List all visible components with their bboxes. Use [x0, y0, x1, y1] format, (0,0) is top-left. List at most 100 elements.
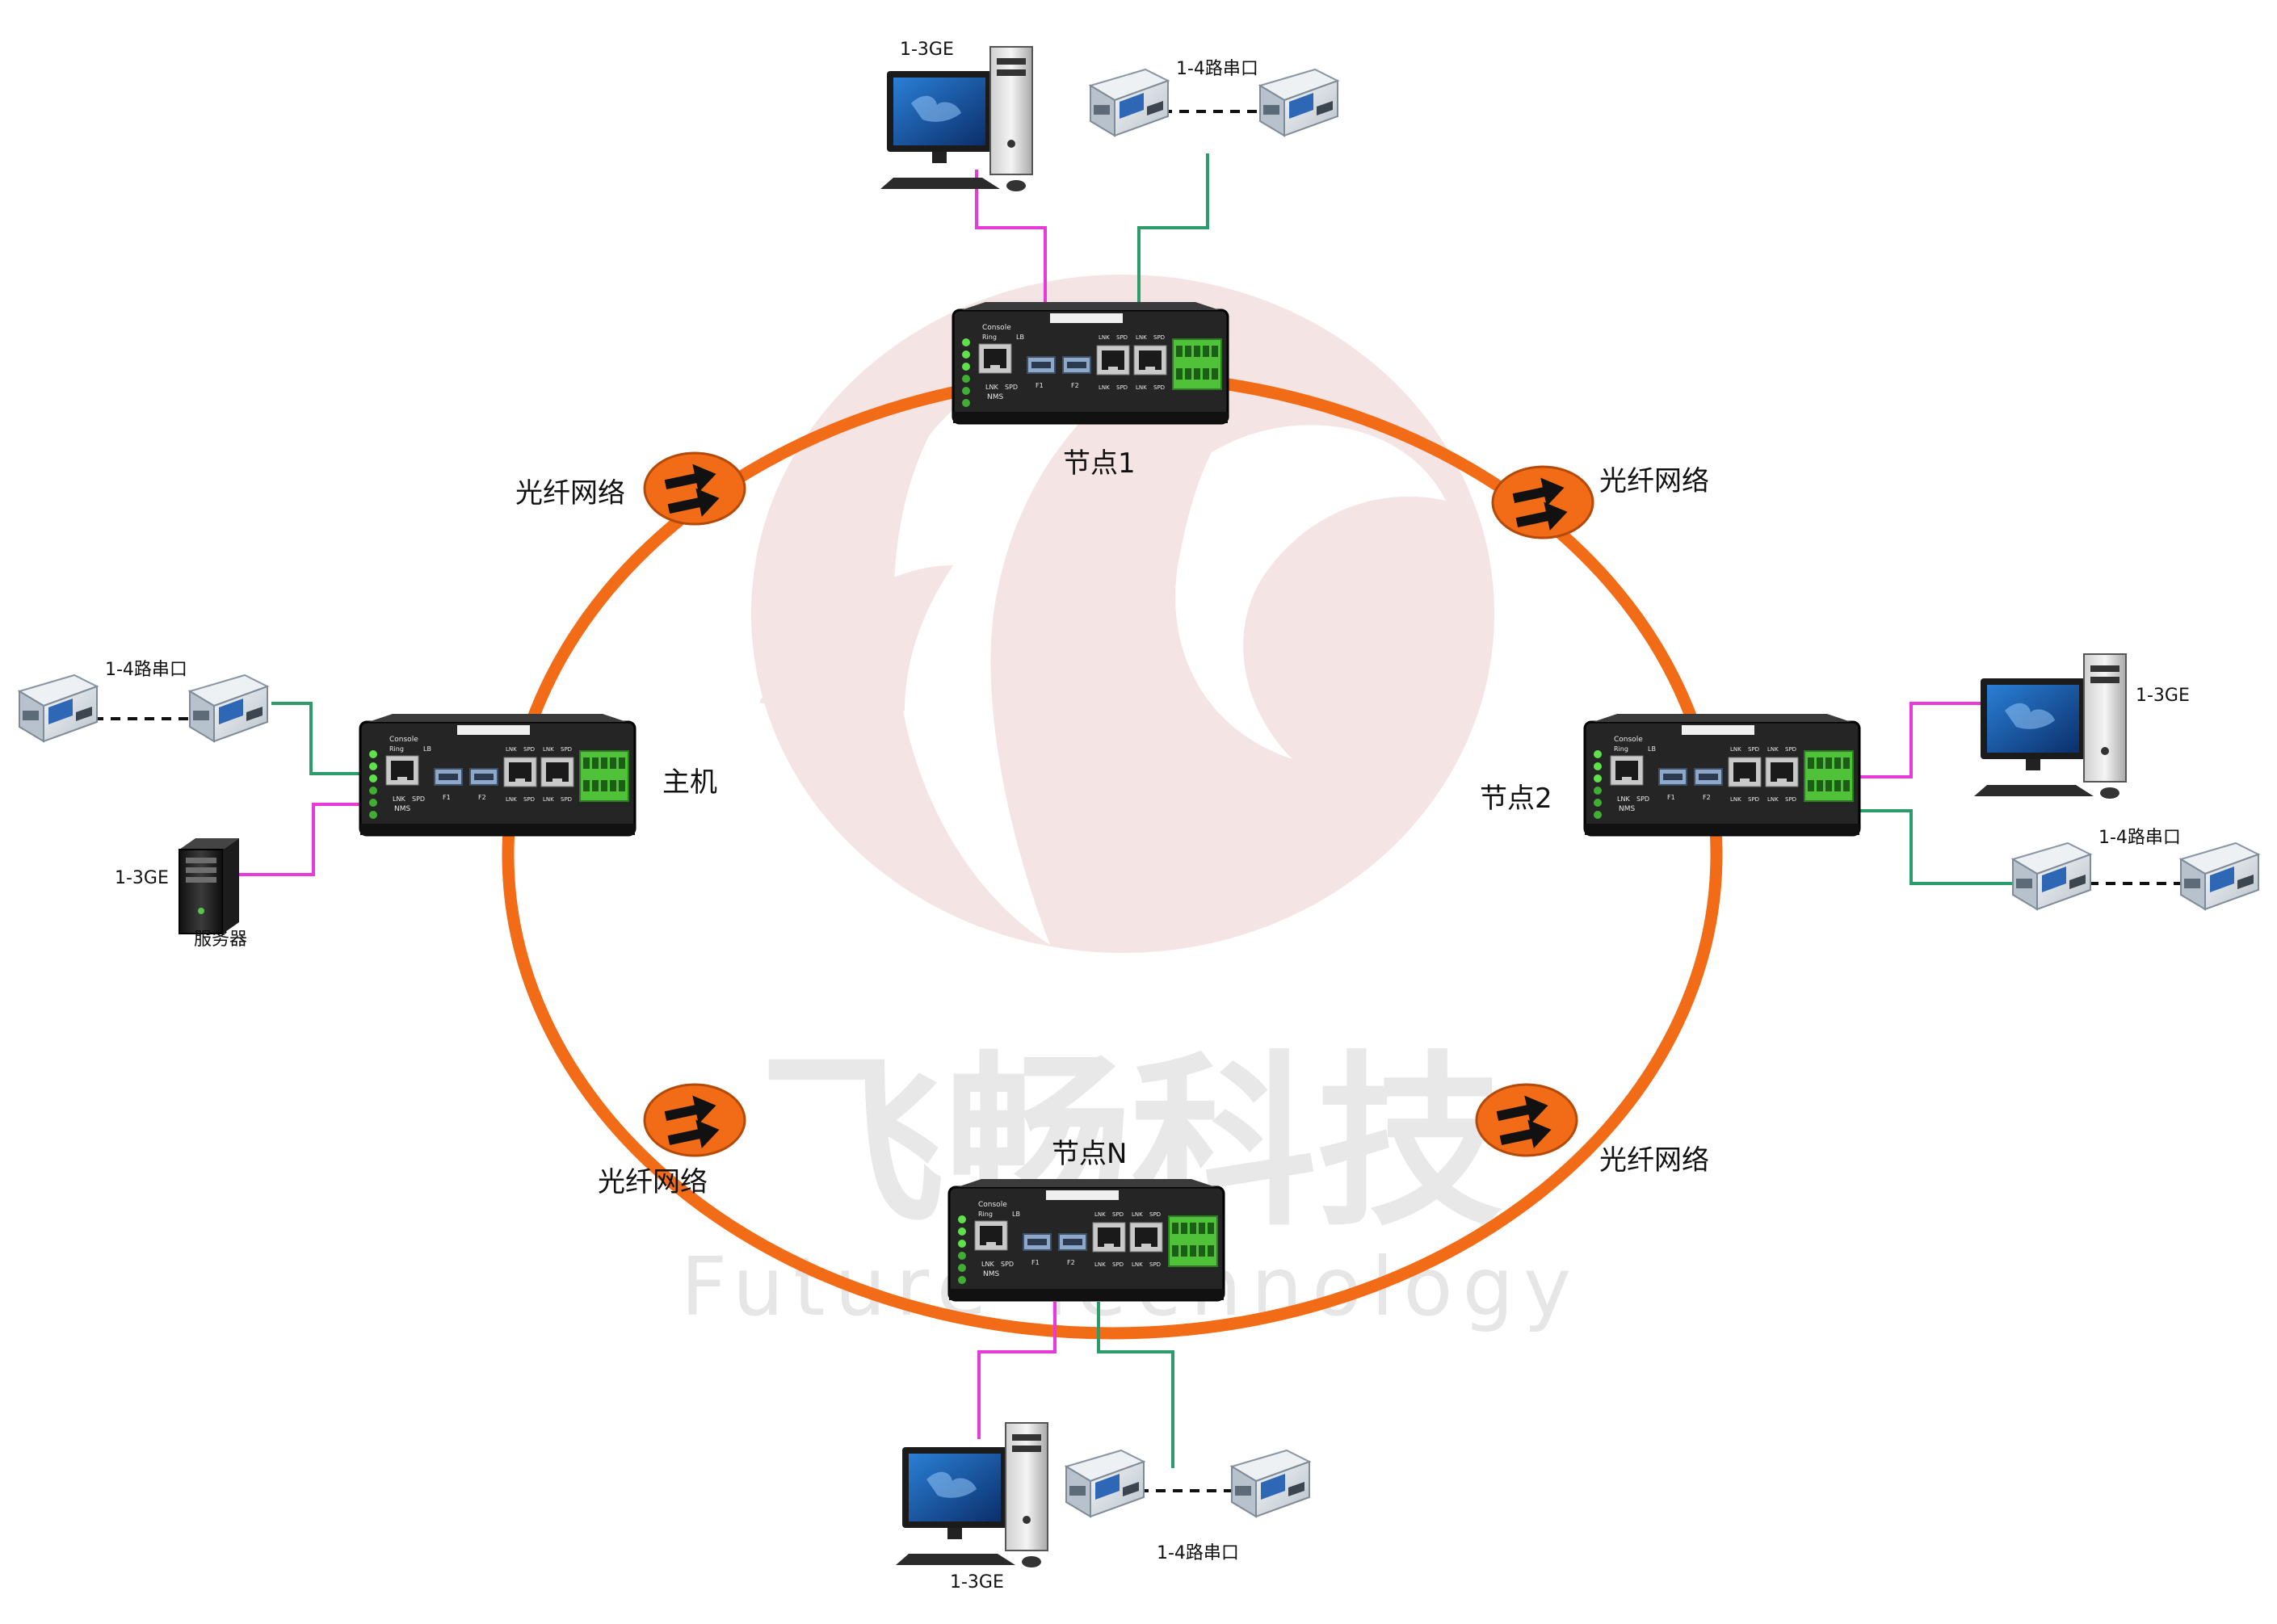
pc-tower	[989, 46, 1033, 175]
nodeN-serial-wire	[1097, 1302, 1174, 1468]
connection-wires	[94, 110, 2194, 1492]
server-top	[179, 838, 239, 850]
lnk-label: LNK	[543, 796, 554, 803]
device-sticker	[457, 725, 530, 735]
spd-label: SPD	[1785, 796, 1796, 803]
pc-power-button	[2101, 747, 2109, 755]
lnk-label: LNK	[1094, 1261, 1106, 1268]
lnk-label: LNK	[1136, 334, 1147, 341]
mouse	[1022, 1556, 1041, 1567]
spd-label: SPD	[561, 796, 572, 803]
nodeN-serial-converter-icon	[1064, 1449, 1146, 1518]
master-serial-converter-icon	[17, 674, 99, 743]
lnk-label: LNK	[1099, 384, 1110, 391]
converter-blue-label	[2042, 867, 2066, 892]
terminal-screw	[583, 780, 590, 791]
mouse	[1006, 180, 1026, 191]
lnk-label: LNK	[1136, 384, 1147, 391]
device-base	[360, 824, 635, 835]
ring-label: Ring	[389, 745, 404, 753]
lnk-label: LNK	[985, 384, 998, 391]
terminal-screw	[1834, 780, 1841, 791]
nodeN-serial-label: 1-4路串口	[1157, 1543, 1239, 1563]
led-indicator	[1594, 774, 1602, 783]
f1-label: F1	[1667, 794, 1675, 801]
terminal-screw	[1212, 368, 1218, 380]
master-label: 主机	[662, 766, 717, 799]
node2-label: 节点2	[1480, 783, 1552, 815]
fiber-arrow-icon	[643, 451, 746, 526]
db9-connector	[1069, 1486, 1086, 1496]
converter-terminal	[246, 707, 263, 721]
converter-terminal	[76, 707, 92, 721]
mouse	[2100, 787, 2119, 799]
terminal-screw	[1194, 346, 1200, 357]
spd-label: SPD	[412, 795, 425, 803]
device-base	[1585, 824, 1859, 835]
db9-connector	[23, 711, 39, 720]
led-indicator	[369, 799, 377, 807]
console-port-label: Console	[1614, 736, 1643, 744]
led-indicator	[962, 363, 970, 371]
led-indicator	[369, 811, 377, 819]
device-top-edge	[368, 714, 627, 722]
terminal-screw	[1203, 346, 1209, 357]
device-top-edge	[1593, 714, 1851, 722]
nms-label: NMS	[394, 805, 410, 813]
led-indicator	[369, 762, 377, 770]
spd-label: SPD	[1149, 1211, 1161, 1218]
db9-connector	[2016, 879, 2032, 888]
lnk-label: LNK	[1132, 1261, 1143, 1268]
device-base	[949, 1289, 1224, 1300]
console-port-label: Console	[389, 736, 418, 744]
terminal-screw	[601, 780, 607, 791]
lnk-label: LNK	[1767, 746, 1779, 753]
sfp-port-slot	[1027, 1239, 1047, 1245]
device-top-edge	[961, 302, 1220, 310]
master-serial-label: 1-4路串口	[105, 660, 187, 680]
terminal-screw	[1825, 757, 1832, 769]
led-indicator	[1594, 750, 1602, 758]
db9-connector	[193, 711, 209, 720]
fiber-label-top-left: 光纤网络	[515, 477, 625, 510]
spd-label: SPD	[1112, 1261, 1124, 1268]
terminal-screw	[619, 780, 625, 791]
led-indicator	[1594, 799, 1602, 807]
led-indicator	[958, 1240, 966, 1248]
led-indicator	[1594, 762, 1602, 770]
converter-blue-label	[48, 699, 73, 724]
pc-drive-bay	[1012, 1446, 1041, 1452]
spd-label: SPD	[1005, 384, 1018, 391]
rj45-port-latch	[515, 778, 525, 783]
device-top-edge	[957, 1179, 1216, 1187]
pc-power-button	[1023, 1516, 1031, 1524]
fiber-arrow-icon	[643, 1083, 746, 1157]
sfp-port-slot	[474, 774, 494, 780]
master-server-port-label: 1-3GE	[115, 868, 169, 888]
spd-label: SPD	[523, 746, 535, 753]
terminal-screw	[583, 757, 590, 769]
led-indicator	[962, 338, 970, 346]
pc-drive-bay	[997, 58, 1026, 65]
node1-serial-converter-icon	[1258, 68, 1340, 137]
spd-label: SPD	[1149, 1261, 1161, 1268]
server-side	[223, 838, 239, 934]
sfp-port-slot	[1031, 362, 1051, 368]
terminal-screw	[1212, 346, 1218, 357]
rj45-port-latch	[1145, 367, 1155, 371]
terminal-screw	[610, 757, 616, 769]
console-port-label: Console	[978, 1201, 1007, 1209]
terminal-screw	[1199, 1223, 1205, 1234]
sfp-port-slot	[1067, 362, 1086, 368]
fiber-label-bottom-left: 光纤网络	[598, 1166, 708, 1198]
spd-label: SPD	[561, 746, 572, 753]
rj45-port-latch	[397, 777, 407, 782]
rj45-port-latch	[1740, 778, 1750, 783]
led-indicator	[962, 399, 970, 407]
pc-drive-bay	[997, 69, 1026, 76]
rj45-port-latch	[990, 365, 1000, 370]
node2-serial-wire	[1858, 809, 2023, 885]
lnk-label: LNK	[1730, 796, 1741, 803]
